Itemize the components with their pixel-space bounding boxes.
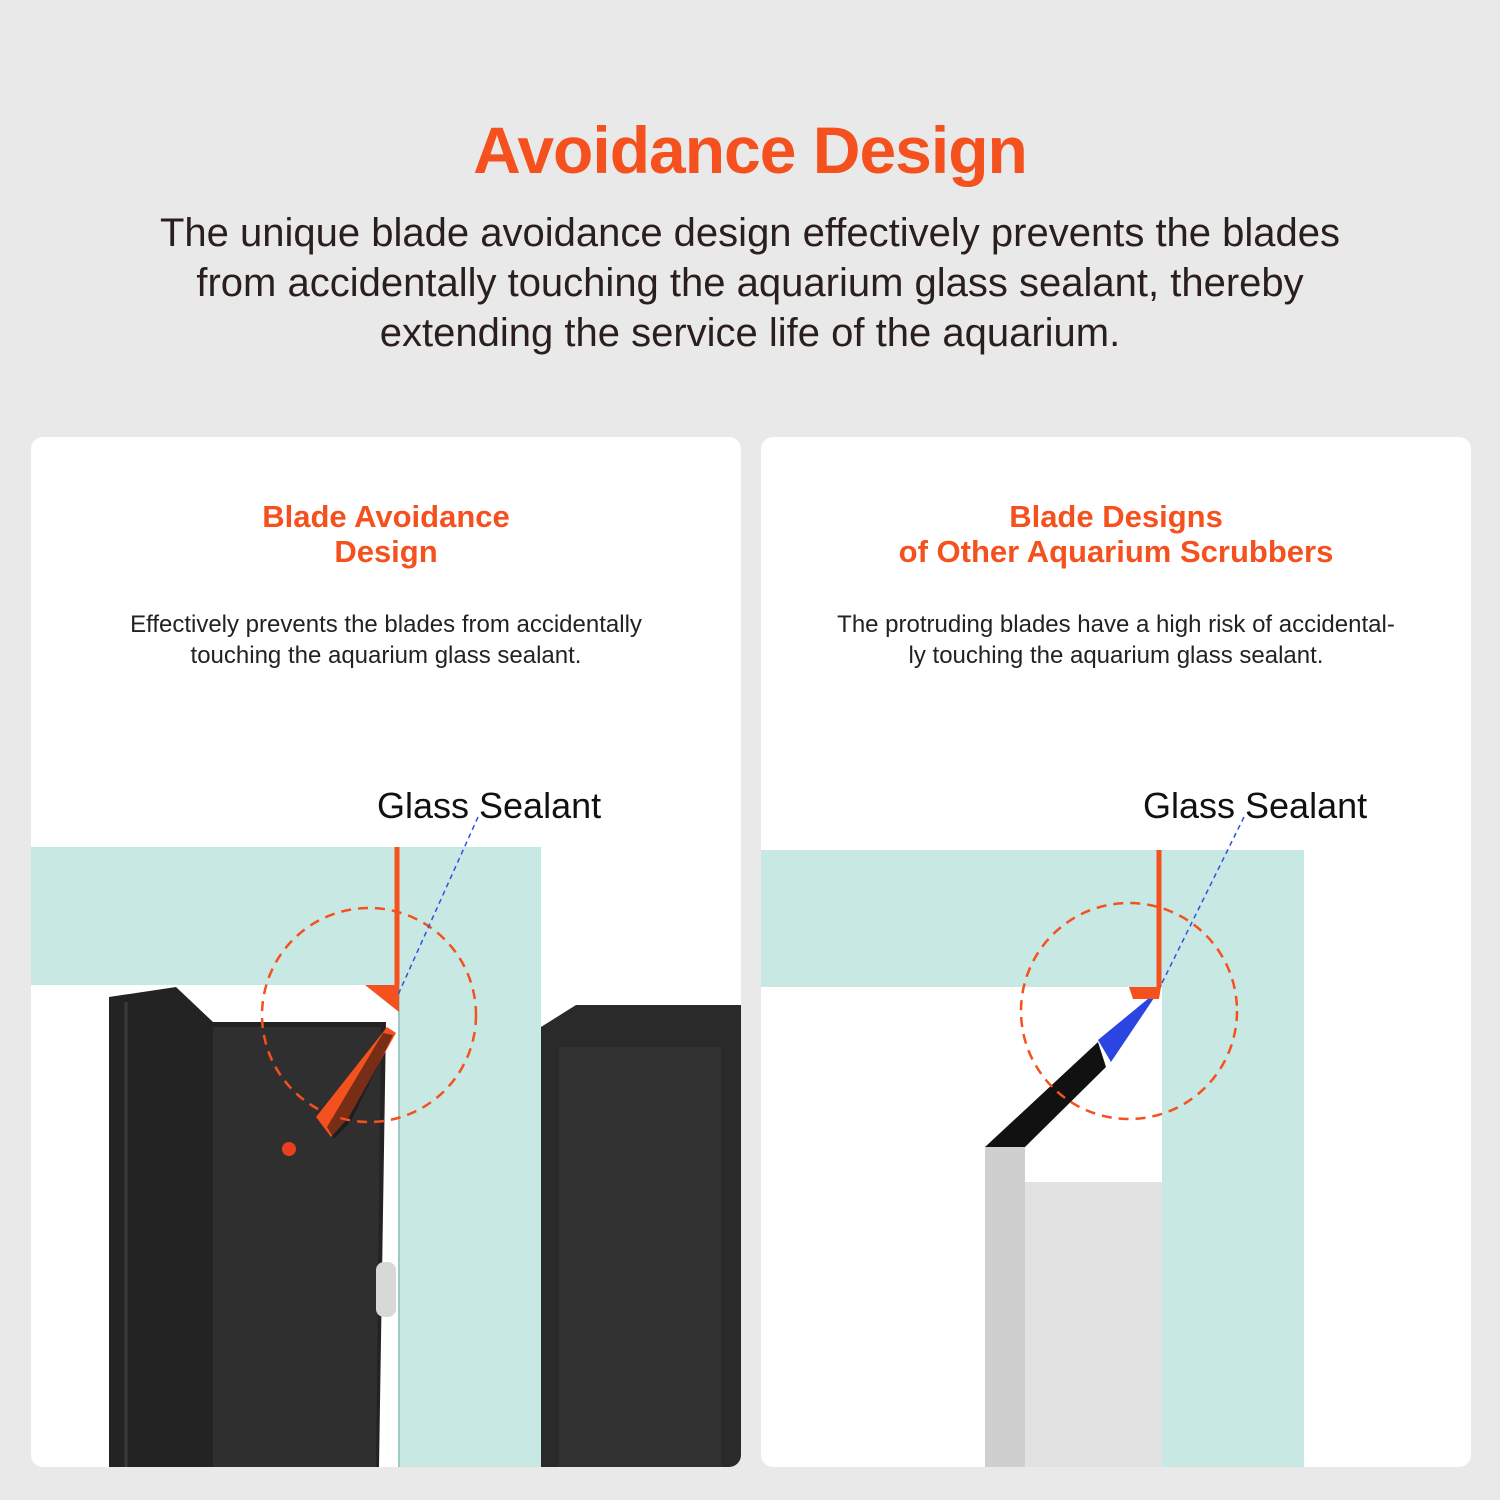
page-title: Avoidance Design [473,113,1028,187]
label-pointer [1159,816,1245,988]
blade-holder [327,1033,393,1139]
other-blade-diagram [761,816,1304,1467]
panel-description: Effectively prevents the blades from acc… [130,611,642,669]
panel-avoidance-design: Blade Avoidance Design Effectively preve… [31,437,741,1467]
glass-sealant-label: Glass Sealant [1143,785,1368,826]
glass-side-pane [399,847,541,1467]
avoidance-diagram [31,816,741,1467]
page-subtitle: The unique blade avoidance design effect… [159,211,1341,355]
blade-protruding [1098,989,1160,1062]
focus-circle [1019,901,1239,1121]
scrubber-body [985,1147,1025,1467]
sealant-bead [365,985,399,1012]
glass-sealant-label: Glass Sealant [377,785,602,826]
scrubber-face [213,1027,381,1467]
panel-heading: Blade Designs of Other Aquarium Scrubber… [898,499,1334,569]
panel-description: The protruding blades have a high risk o… [837,611,1395,669]
panel-heading: Blade Avoidance Design [262,499,510,569]
glass-side-pane [1162,850,1304,1467]
panel-other-scrubbers: Blade Designs of Other Aquarium Scrubber… [761,437,1471,1467]
scrubber-wheel [376,1262,396,1317]
indicator-dot [282,1142,296,1156]
scrubber-face-right [559,1047,721,1467]
blade-arm [985,1042,1106,1147]
focus-circle [260,906,478,1124]
sealant-bead [1129,987,1161,999]
scrubber-face [1025,1182,1162,1467]
label-pointer [396,816,479,998]
